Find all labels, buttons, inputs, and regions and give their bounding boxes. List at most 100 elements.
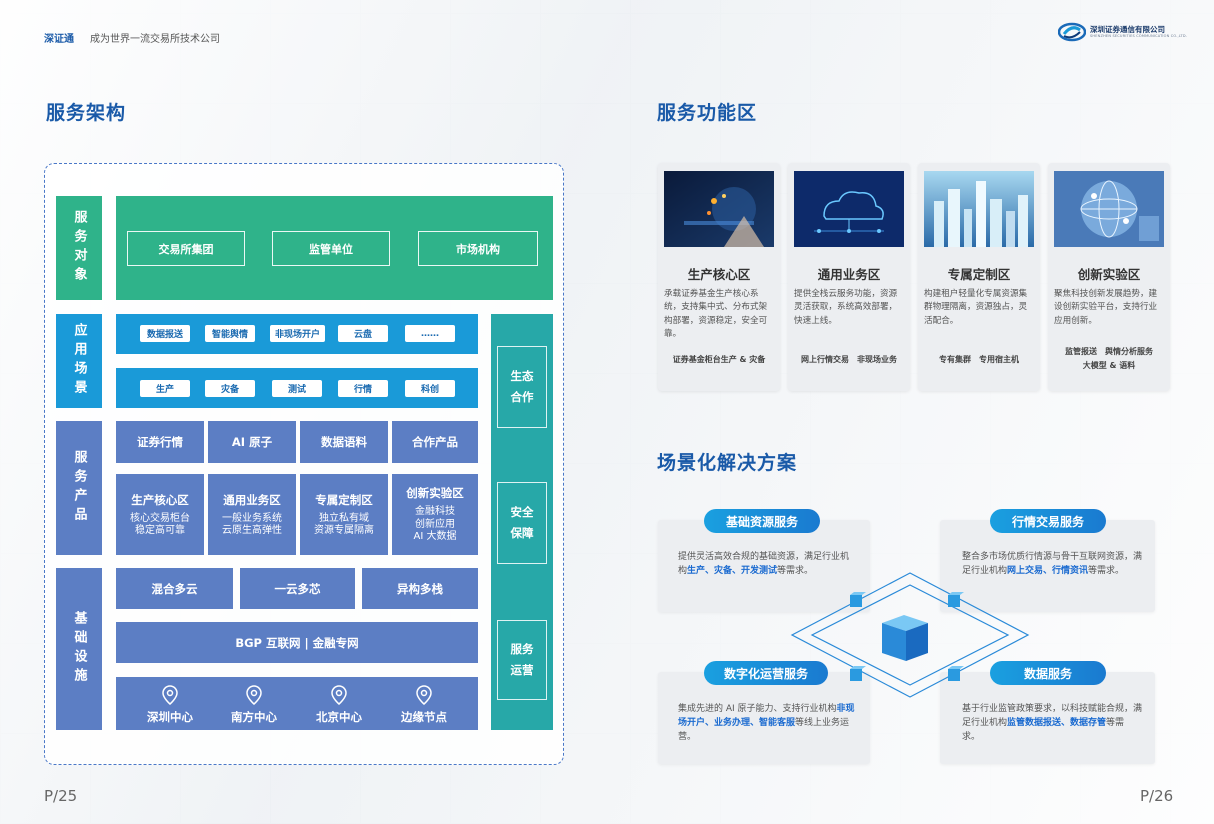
product-name: AI 原子 — [231, 435, 273, 449]
infra-cell: 混合多云 — [116, 568, 233, 609]
scene-chip: 行情 — [338, 380, 388, 397]
datacenter-name: 南方中心 — [231, 710, 277, 724]
datacenter-item: 深圳中心 — [130, 682, 210, 728]
zone-card-name: 生产核心区 — [687, 267, 751, 282]
architecture-title: 服务架构 — [46, 102, 127, 124]
datacenter-item: 南方中心 — [214, 682, 294, 728]
product-name: 合作产品 — [412, 435, 458, 449]
solution-box-infra — [658, 520, 870, 612]
zone-desc: 核心交易柜台稳定高可靠 — [130, 512, 190, 537]
layer-label-scenes: 应用场景 — [56, 314, 102, 408]
logo-subtext: SHENZHEN SECURITIES COMMUNICATION CO.,LT… — [1090, 34, 1188, 39]
zone-card-general: 通用业务区 提供全栈云服务功能，资源灵活获取，系统高效部署，快速上线。 网上行情… — [788, 163, 910, 391]
product-cell: 合作产品 — [392, 421, 478, 463]
object-exchange-group: 交易所集团 — [127, 231, 245, 266]
brand-name: 深证通 — [44, 34, 74, 45]
corner-cube-icon — [948, 666, 964, 681]
corner-cube-icon — [850, 592, 866, 607]
datacenter-name: 边缘节点 — [401, 710, 447, 724]
zone-cell-general: 通用业务区 一般业务系统云原生高弹性 — [208, 474, 296, 555]
brand-slogan: 成为世界一流交易所技术公司 — [90, 34, 220, 45]
datacenter-row — [116, 677, 478, 730]
logo-icon — [1058, 22, 1086, 42]
scene-chip: 云盘 — [338, 325, 388, 342]
product-name: 证券行情 — [137, 435, 183, 449]
product-cell: AI 原子 — [208, 421, 296, 463]
solution-text-market: 整合多市场优质行情源与骨干互联网资源，满足行业机构网上交易、行情资讯等需求。 — [962, 552, 1143, 576]
scene-chip: 科创 — [405, 380, 455, 397]
solution-text-digital: 集成先进的 AI 原子能力、支持行业机构非现场开户、业务办理、智能客服等线上业务… — [678, 704, 855, 742]
solution-label-data: 数据服务 — [990, 661, 1106, 685]
center-cube-icon — [882, 615, 928, 661]
infra-name: 一云多芯 — [274, 581, 321, 596]
objects-panel — [116, 196, 553, 300]
zone-title: 生产核心区 — [131, 492, 189, 507]
solution-box-digital — [658, 672, 870, 764]
scene-chip: …… — [405, 325, 455, 342]
zone-card-desc: 构建租户轻量化专属资源集群物理隔离，资源独占，灵活配合。 — [924, 289, 1028, 326]
zone-card-tags: 网上行情交易 非现场业务 — [801, 355, 897, 364]
location-pin-icon — [246, 685, 262, 705]
datacenter-name: 深圳中心 — [147, 710, 193, 724]
datacenter-item: 北京中心 — [299, 682, 379, 728]
datacenter-name: 北京中心 — [316, 710, 362, 724]
zone-title: 通用业务区 — [223, 492, 281, 507]
solution-label-digital: 数字化运营服务 — [704, 661, 828, 685]
zone-card-name: 通用业务区 — [817, 267, 881, 282]
solutions-title: 场景化解决方案 — [657, 452, 798, 474]
side-ecosystem: 生态合作 — [497, 346, 547, 428]
scene-chip: 数据报送 — [140, 325, 190, 342]
scene-chip: 测试 — [272, 380, 322, 397]
zone-card-production: 生产核心区 承载证券基金生产核心系统，支持集中式、分布式架构部署，资源稳定，安全… — [658, 163, 780, 391]
zone-title: 专属定制区 — [315, 492, 373, 507]
solution-label-infra: 基础资源服务 — [704, 509, 820, 533]
solution-label-market: 行情交易服务 — [990, 509, 1106, 533]
scene-chip: 智能舆情 — [205, 325, 255, 342]
layer-label-objects: 服务对象 — [56, 196, 102, 300]
solution-box-data — [940, 672, 1155, 764]
infra-name: 混合多云 — [151, 581, 198, 596]
zone-card-desc: 提供全栈云服务功能，资源灵活获取，系统高效部署，快速上线。 — [794, 289, 898, 326]
solution-text-data: 基于行业监管政策要求，以科技赋能合规，满足行业机构监管数据报送、数据存管等需求。 — [962, 704, 1143, 742]
side-operations: 服务运营 — [497, 620, 547, 700]
page-number-right: P/26 — [1140, 787, 1174, 805]
side-column — [491, 314, 553, 730]
zone-card-innovation: 创新实验区 聚焦科技创新发展趋势，建设创新实验平台，支持行业应用创新。 监管报送… — [1048, 163, 1170, 391]
zone-image-general — [794, 171, 904, 247]
object-market-institution: 市场机构 — [418, 231, 538, 266]
zone-cell-production: 生产核心区 核心交易柜台稳定高可靠 — [116, 474, 204, 555]
function-zone-title: 服务功能区 — [657, 102, 758, 124]
product-name: 数据语料 — [321, 435, 367, 449]
network-cell: BGP 互联网 | 金融专网 — [116, 622, 478, 663]
location-pin-icon — [162, 685, 178, 705]
zone-image-dedicated — [924, 171, 1034, 247]
zone-title: 创新实验区 — [406, 486, 464, 501]
logo-text: 深圳证券通信有限公司 — [1090, 24, 1165, 34]
zone-card-tags: 专有集群 专用宿主机 — [939, 355, 1019, 364]
solution-diamond-diagram — [790, 572, 1030, 698]
location-pin-icon — [416, 685, 432, 705]
zone-cell-dedicated: 专属定制区 独立私有域资源专属隔离 — [300, 474, 388, 555]
datacenter-item: 边缘节点 — [384, 682, 464, 728]
layer-label-infra: 基础设施 — [56, 568, 102, 730]
location-pin-icon — [331, 685, 347, 705]
zone-card-name: 专属定制区 — [947, 267, 1011, 282]
zone-card-desc: 承载证券基金生产核心系统，支持集中式、分布式架构部署，资源稳定，安全可靠。 — [664, 289, 768, 339]
solution-text-infra: 提供灵活高效合规的基础资源，满足行业机构生产、灾备、开发测试等需求。 — [678, 552, 850, 576]
infra-cell: 异构多栈 — [362, 568, 478, 609]
scene-chip: 灾备 — [205, 380, 255, 397]
object-regulator: 监管单位 — [272, 231, 390, 266]
corner-cube-icon — [850, 666, 866, 681]
zone-desc: 一般业务系统云原生高弹性 — [222, 512, 282, 537]
infra-cell: 一云多芯 — [240, 568, 355, 609]
scene-chip: 非现场开户 — [270, 325, 325, 342]
side-security: 安全保障 — [497, 482, 547, 564]
zone-image-innovation — [1054, 171, 1164, 247]
product-cell: 证券行情 — [116, 421, 204, 463]
product-cell: 数据语料 — [300, 421, 388, 463]
zone-image-production — [664, 171, 774, 247]
zone-card-name: 创新实验区 — [1077, 267, 1141, 282]
zone-card-tags: 监管报送 舆情分析服务大模型 & 语料 — [1065, 347, 1153, 371]
